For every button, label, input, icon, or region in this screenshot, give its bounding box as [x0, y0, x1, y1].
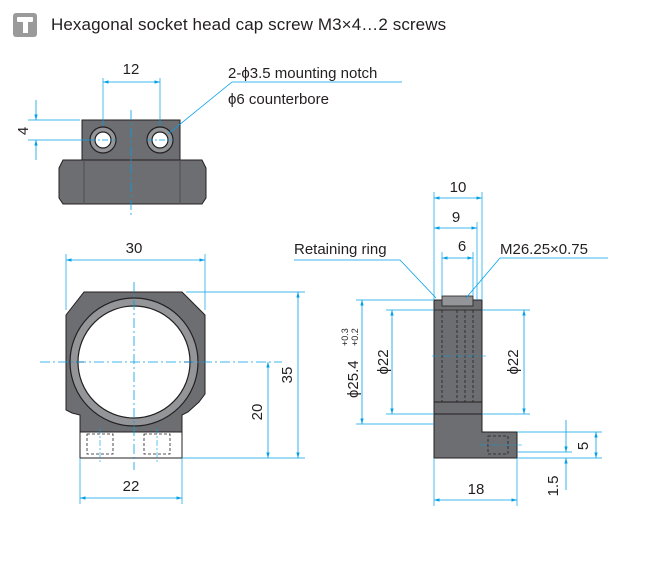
side-view: 10 9 6 Retaining ring M26.25×0.75 ϕ25.4 … [294, 179, 608, 506]
dim-inner-diameter-right: ϕ22 [505, 349, 522, 374]
dim-foot-height: 5 [575, 442, 592, 450]
header: Hexagonal socket head cap screw M3×4…2 s… [13, 12, 446, 38]
dim-front-width: 30 [126, 240, 143, 257]
dim-base-width: 22 [123, 478, 140, 495]
dim-bore-tol-lower: +0.2 [350, 328, 360, 346]
dim-center-height: 20 [249, 404, 266, 421]
callout-notch: 2-ϕ3.5 mounting notch [228, 65, 377, 82]
dim-bore-tol-upper: +0.3 [340, 328, 350, 346]
front-view-base [79, 431, 183, 459]
screw-tool-icon [13, 13, 37, 37]
dim-ring-width: 6 [458, 238, 466, 255]
callout-retaining-ring: Retaining ring [294, 241, 387, 258]
dim-top-height: 4 [15, 127, 32, 135]
retaining-ring-leader [294, 259, 437, 299]
top-view-body [58, 159, 207, 205]
dim-inner-diameter-left: ϕ22 [375, 349, 392, 374]
dim-front-height: 35 [279, 367, 296, 384]
callout-counterbore: ϕ6 counterbore [228, 91, 329, 108]
dim-side-width: 10 [450, 179, 467, 196]
header-title: Hexagonal socket head cap screw M3×4…2 s… [51, 15, 447, 34]
dim-foot-thickness: 1.5 [545, 476, 562, 497]
top-view: 12 4 2-ϕ3.5 mounting notch ϕ6 counterbor… [15, 61, 402, 215]
dim-bore-diameter-main: ϕ25.4 [345, 360, 362, 398]
side-view-ring [441, 295, 474, 307]
thread-leader [465, 257, 608, 299]
callout-thread: M26.25×0.75 [500, 241, 588, 258]
front-view: 30 35 20 22 [40, 240, 305, 504]
side-view-body [433, 299, 518, 459]
dim-side-depth: 18 [468, 481, 485, 498]
dim-top-width: 12 [123, 61, 140, 78]
notch-leader [167, 81, 402, 135]
dim-side-inner: 9 [452, 209, 460, 226]
